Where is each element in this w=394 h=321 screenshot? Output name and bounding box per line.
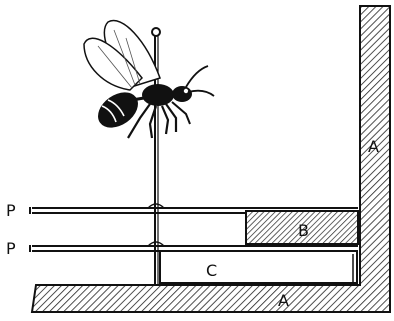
label-p-upper: P bbox=[6, 201, 16, 220]
wasp-thorax bbox=[142, 84, 174, 106]
label-c: C bbox=[206, 261, 217, 280]
label-p-lower: P bbox=[6, 239, 16, 258]
label-a-vertical: A bbox=[368, 137, 379, 156]
label-a-horizontal: A bbox=[278, 291, 289, 310]
wasp-abdomen bbox=[91, 85, 144, 135]
wasp-head bbox=[172, 86, 192, 102]
wasp-illustration bbox=[84, 21, 214, 138]
label-b: B bbox=[298, 221, 309, 240]
pin-rod-lower bbox=[30, 245, 358, 252]
block-c bbox=[160, 251, 357, 283]
